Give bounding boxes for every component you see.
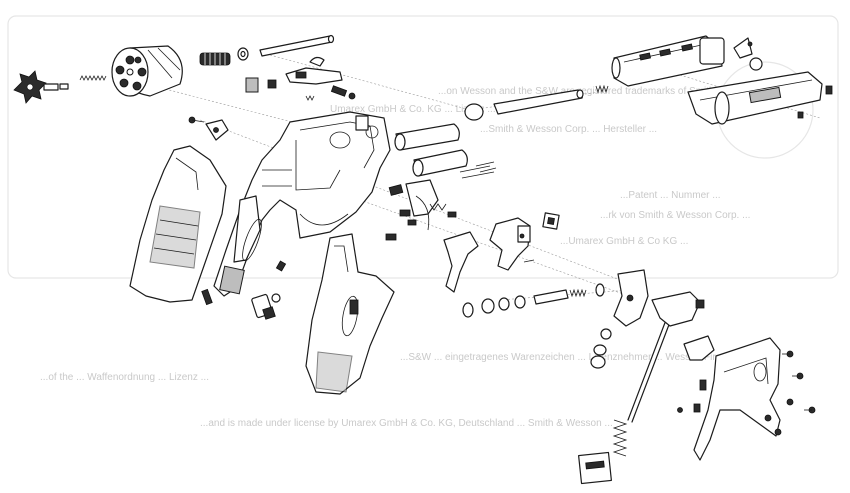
grip-right [305, 233, 395, 395]
ghost-text: ...Smith & Wesson Corp. ... Hersteller .… [480, 124, 658, 135]
ghost-text: Umarex GmbH & Co. KG ... Lizenz ... [330, 104, 496, 115]
star-extractor [13, 70, 69, 104]
trigger [385, 179, 479, 293]
center-pin [259, 34, 335, 57]
ghost-text: ...on Wesson and the S&W are registered … [438, 86, 772, 97]
barrel-shroud [611, 35, 833, 125]
extractor-spring [79, 75, 107, 81]
hammer [489, 212, 560, 271]
washer [237, 47, 249, 61]
ghost-text: ...rk von Smith & Wesson Corp. ... [600, 210, 751, 221]
cylinder-spring [199, 52, 231, 66]
frame [213, 111, 391, 297]
cylinder-latch [245, 56, 348, 101]
ghost-text: ...of the ... Waffenordnung ... Lizenz .… [40, 372, 209, 383]
transfer-bar [578, 291, 705, 485]
ghost-text: ...and is made under license by Umarex G… [200, 418, 613, 429]
cylinder [111, 45, 183, 97]
grip-left [129, 145, 227, 306]
mainspring [462, 269, 649, 327]
ghost-text: ...S&W ... eingetragenes Warenzeichen ..… [400, 352, 770, 363]
ghost-text: ...Patent ... Nummer ... [620, 190, 721, 201]
inner-barrel [464, 84, 609, 121]
side-plate [683, 335, 781, 461]
ghost-text: ...Umarex GmbH & Co KG ... [560, 236, 689, 247]
valve-housing [394, 123, 495, 179]
pins [399, 161, 535, 263]
safety-lever [251, 260, 287, 320]
screw [188, 92, 816, 436]
